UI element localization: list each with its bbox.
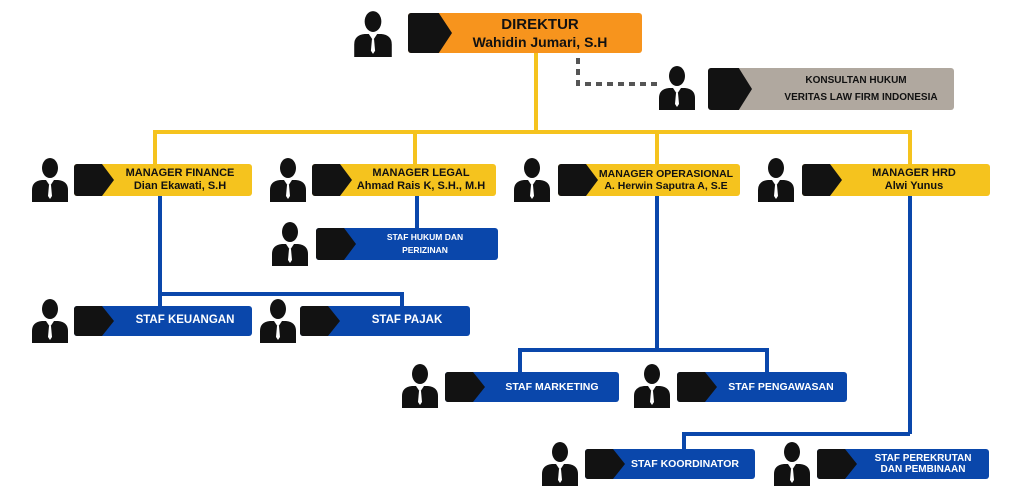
manager-finance-title: MANAGER FINANCE: [125, 167, 235, 180]
arrow-tag-icon: [802, 164, 842, 196]
staf-hukum-line1: STAF HUKUM DAN: [386, 231, 464, 242]
person-icon: [402, 364, 438, 408]
staf-pajak-box: STAF PAJAK: [300, 306, 470, 336]
staf-keuangan-box: STAF KEUANGAN: [74, 306, 252, 336]
manager-legal-box: MANAGER LEGAL Ahmad Rais K, S.H., M.H: [312, 164, 496, 196]
person-icon: [354, 11, 392, 57]
manager-hrd-box: MANAGER HRD Alwi Yunus: [802, 164, 990, 196]
arrow-tag-icon: [445, 372, 485, 402]
person-icon: [542, 442, 578, 486]
arrow-tag-icon: [316, 228, 356, 260]
manager-finance-box: MANAGER FINANCE Dian Ekawati, S.H: [74, 164, 252, 196]
person-icon: [32, 299, 68, 343]
manager-hrd-title: MANAGER HRD: [872, 167, 956, 180]
manager-operasional-title: MANAGER OPERASIONAL: [598, 167, 734, 180]
person-icon: [260, 299, 296, 343]
staf-keuangan-label: STAF KEUANGAN: [135, 314, 235, 327]
manager-finance-name: Dian Ekawati, S.H: [133, 180, 227, 192]
staf-hukum-line2: PERIZINAN: [402, 244, 448, 255]
person-icon: [758, 158, 794, 202]
person-icon: [32, 158, 68, 202]
person-icon: [659, 66, 695, 110]
person-icon: [514, 158, 550, 202]
yellow-connectors: [153, 50, 912, 166]
arrow-tag-icon: [300, 306, 340, 336]
arrow-tag-icon: [312, 164, 352, 196]
direktur-box: DIREKTUR Wahidin Jumari, S.H: [408, 13, 642, 53]
staf-koordinator-label: STAF KOORDINATOR: [631, 457, 739, 470]
arrow-tag-icon: [585, 449, 625, 479]
manager-operasional-name: A. Herwin Saputra A, S.E: [604, 180, 728, 192]
arrow-tag-icon: [677, 372, 717, 402]
manager-hrd-name: Alwi Yunus: [884, 180, 944, 192]
staf-perekrutan-box: STAF PEREKRUTAN DAN PEMBINAAN: [817, 449, 989, 479]
staf-perekrutan-line2: DAN PEMBINAAN: [880, 464, 966, 475]
staf-perekrutan-line1: STAF PEREKRUTAN: [874, 452, 972, 464]
person-icon: [270, 158, 306, 202]
arrow-tag-icon: [817, 449, 857, 479]
dotted-connector: [576, 58, 660, 86]
konsultan-line2: VERITAS LAW FIRM INDONESIA: [784, 92, 938, 103]
direktur-title: DIREKTUR: [501, 16, 579, 34]
manager-legal-title: MANAGER LEGAL: [372, 167, 470, 180]
arrow-tag-icon: [408, 13, 452, 53]
manager-operasional-box: MANAGER OPERASIONAL A. Herwin Saputra A,…: [558, 164, 740, 196]
blue-connectors: [158, 196, 912, 452]
person-icon: [634, 364, 670, 408]
staf-marketing-label: STAF MARKETING: [505, 380, 599, 393]
arrow-tag-icon: [558, 164, 598, 196]
staf-koordinator-box: STAF KOORDINATOR: [585, 449, 755, 479]
konsultan-line1: KONSULTAN HUKUM: [805, 74, 907, 86]
arrow-tag-icon: [74, 164, 114, 196]
arrow-tag-icon: [708, 68, 752, 110]
person-icon: [272, 222, 308, 266]
staf-marketing-box: STAF MARKETING: [445, 372, 619, 402]
manager-legal-name: Ahmad Rais K, S.H., M.H: [356, 180, 486, 192]
person-icon: [774, 442, 810, 486]
staf-pajak-label: STAF PAJAK: [371, 314, 443, 327]
arrow-tag-icon: [74, 306, 114, 336]
staf-hukum-box: STAF HUKUM DAN PERIZINAN: [316, 228, 498, 260]
staf-pengawasan-label: STAF PENGAWASAN: [728, 380, 834, 393]
direktur-name: Wahidin Jumari, S.H: [472, 33, 608, 50]
staf-pengawasan-box: STAF PENGAWASAN: [677, 372, 847, 402]
konsultan-box: KONSULTAN HUKUM VERITAS LAW FIRM INDONES…: [708, 68, 954, 110]
